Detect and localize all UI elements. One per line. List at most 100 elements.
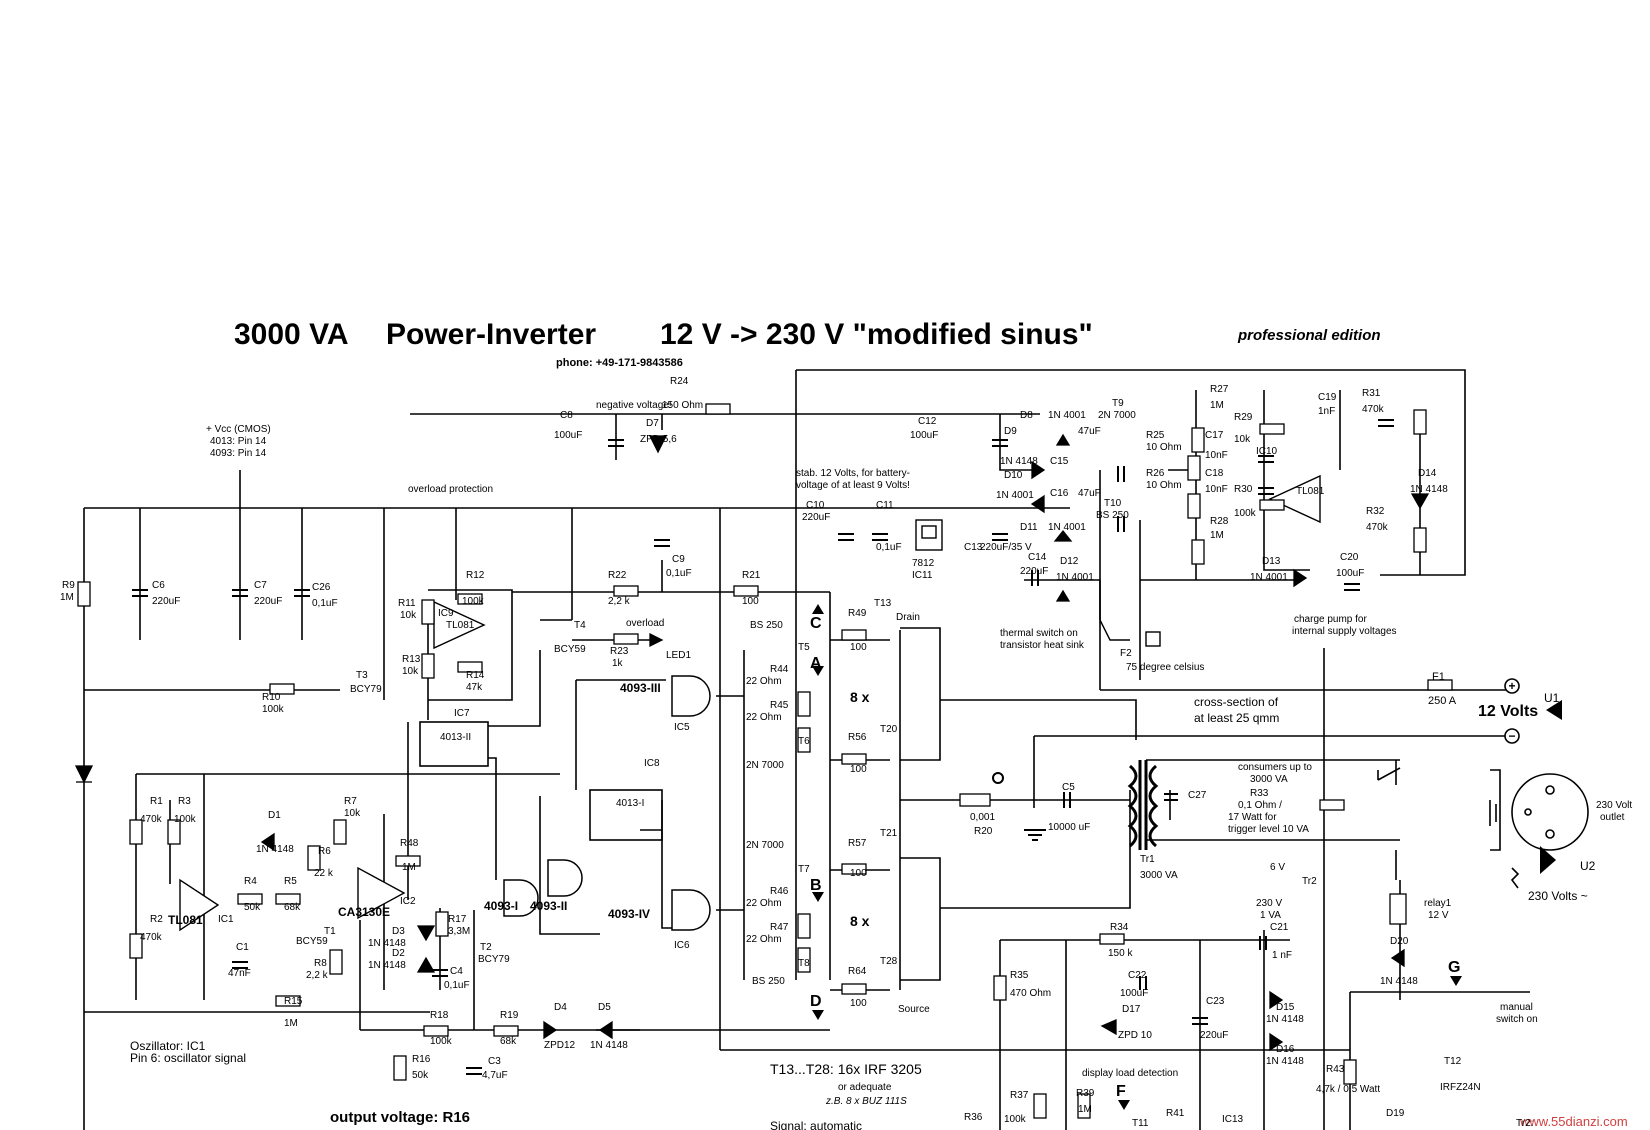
component-label: 150 Ohm bbox=[662, 400, 703, 411]
note-charge-pump-2: internal supply voltages bbox=[1292, 626, 1397, 637]
note-r33-2: 17 Watt for bbox=[1228, 812, 1277, 823]
component-label: C19 bbox=[1318, 392, 1337, 403]
component-label: 1 VA bbox=[1260, 910, 1281, 921]
component-label: 4013-II bbox=[440, 732, 471, 743]
component-label: C3 bbox=[488, 1056, 501, 1067]
component-label: R13 bbox=[402, 654, 421, 665]
component-label: T8 bbox=[798, 958, 810, 969]
component-label: C16 bbox=[1050, 488, 1069, 499]
component-label: D19 bbox=[1386, 1108, 1405, 1119]
component-label: T7 bbox=[798, 864, 810, 875]
component-label: 0,1uF bbox=[312, 598, 338, 609]
component-label: 220uF/35 V bbox=[980, 542, 1032, 553]
component-label: T10 bbox=[1104, 498, 1122, 509]
component-label: R15 bbox=[284, 996, 303, 1007]
minus-sign: − bbox=[1508, 729, 1515, 743]
ic-label: CA3130E bbox=[338, 905, 390, 919]
ic-label: 4093-III bbox=[620, 681, 661, 695]
section-f: F bbox=[1116, 1083, 1126, 1100]
phone-label: phone: +49-171-9843586 bbox=[556, 357, 683, 369]
component-label: 220uF bbox=[1020, 566, 1048, 577]
component-label: 1M bbox=[284, 1018, 298, 1029]
component-label: 1N 4001 bbox=[1250, 572, 1288, 583]
multiplier-lower: 8 x bbox=[850, 913, 870, 929]
component-label: R32 bbox=[1366, 506, 1385, 517]
component-label: R47 bbox=[770, 922, 789, 933]
note-degree: 75 degree celsius bbox=[1126, 662, 1204, 673]
component-label: 50k bbox=[412, 1070, 429, 1081]
component-label: D7 bbox=[646, 418, 659, 429]
u1-arrow-icon bbox=[1546, 700, 1562, 720]
component-label: TL081 bbox=[446, 620, 475, 631]
component-label: 100 bbox=[850, 642, 867, 653]
opamp-symbols bbox=[179, 474, 1321, 932]
component-label: R24 bbox=[670, 376, 689, 387]
component-label: 47nF bbox=[228, 968, 251, 979]
note-negative-voltage: negative voltage! bbox=[596, 400, 672, 411]
component-label: 2N 7000 bbox=[746, 840, 784, 851]
component-label: ZPD 10 bbox=[1118, 1030, 1152, 1041]
section-d: D bbox=[810, 993, 822, 1010]
component-label: BS 250 bbox=[750, 620, 783, 631]
component-label: R23 bbox=[610, 646, 629, 657]
component-label: T28 bbox=[880, 956, 898, 967]
note-vcc-4013: 4013: Pin 14 bbox=[210, 436, 267, 447]
component-label: 4,7uF bbox=[482, 1070, 508, 1081]
component-label: 10 Ohm bbox=[1146, 480, 1182, 491]
component-label: 1nF bbox=[1318, 406, 1335, 417]
thermal-switch bbox=[1099, 619, 1161, 647]
component-label: 1M bbox=[402, 862, 416, 873]
component-label: 100k bbox=[430, 1036, 453, 1047]
component-label: R20 bbox=[974, 826, 993, 837]
component-label: C4 bbox=[450, 966, 463, 977]
component-label: 1N 4148 bbox=[1266, 1014, 1304, 1025]
component-label: 100 bbox=[850, 868, 867, 879]
note-overload-protection: overload protection bbox=[408, 484, 493, 495]
component-label: 12 V bbox=[1428, 910, 1449, 921]
component-label: 10k bbox=[1234, 434, 1251, 445]
component-label: 100k bbox=[1234, 508, 1257, 519]
title-rating: 3000 VA bbox=[234, 318, 349, 351]
component-label: 100uF bbox=[910, 430, 938, 441]
component-label: Source bbox=[898, 1004, 930, 1015]
component-label: R34 bbox=[1110, 922, 1129, 933]
component-label: T3 bbox=[356, 670, 368, 681]
component-label: 1N 4001 bbox=[996, 490, 1034, 501]
ic-label: 4093-II bbox=[530, 899, 567, 913]
note-stab-1: stab. 12 Volts, for battery- bbox=[796, 468, 910, 479]
note-thermal-2: transistor heat sink bbox=[1000, 640, 1085, 651]
note-cross-section-1: cross-section of bbox=[1194, 695, 1279, 709]
arrow-c-icon bbox=[812, 604, 824, 614]
component-label: F2 bbox=[1120, 648, 1132, 659]
component-label: D9 bbox=[1004, 426, 1017, 437]
component-label: R39 bbox=[1076, 1088, 1095, 1099]
section-b: B bbox=[810, 877, 822, 894]
u2-label: U2 bbox=[1580, 859, 1596, 873]
note-signal-partial: Signal: automatic bbox=[770, 1119, 862, 1130]
component-label: 100k bbox=[462, 596, 485, 607]
note-charge-pump-1: charge pump for bbox=[1294, 614, 1367, 625]
component-label: TL081 bbox=[1296, 486, 1325, 497]
component-label: 1N 4148 bbox=[1380, 976, 1418, 987]
watermark: www.55dianzi.com bbox=[1519, 1114, 1628, 1129]
note-thermal-1: thermal switch on bbox=[1000, 628, 1078, 639]
component-label: 6 V bbox=[1270, 862, 1285, 873]
note-stab-2: voltage of at least 9 Volts! bbox=[796, 480, 910, 491]
component-label: 1N 4001 bbox=[1056, 572, 1094, 583]
component-label: 1N 4148 bbox=[256, 844, 294, 855]
ic-label: TL081 bbox=[168, 913, 203, 927]
u1-label: U1 bbox=[1544, 691, 1560, 705]
component-label: R16 bbox=[412, 1054, 431, 1065]
component-label: C27 bbox=[1188, 790, 1207, 801]
component-label: 470 Ohm bbox=[1010, 988, 1051, 999]
component-label: R17 bbox=[448, 914, 467, 925]
component-label: D13 bbox=[1262, 556, 1281, 567]
component-label: 220uF bbox=[152, 596, 180, 607]
component-label: 1N 4148 bbox=[1000, 456, 1038, 467]
note-output-voltage: output voltage: R16 bbox=[330, 1109, 470, 1126]
component-label: C21 bbox=[1270, 922, 1289, 933]
component-label: IC9 bbox=[438, 608, 454, 619]
